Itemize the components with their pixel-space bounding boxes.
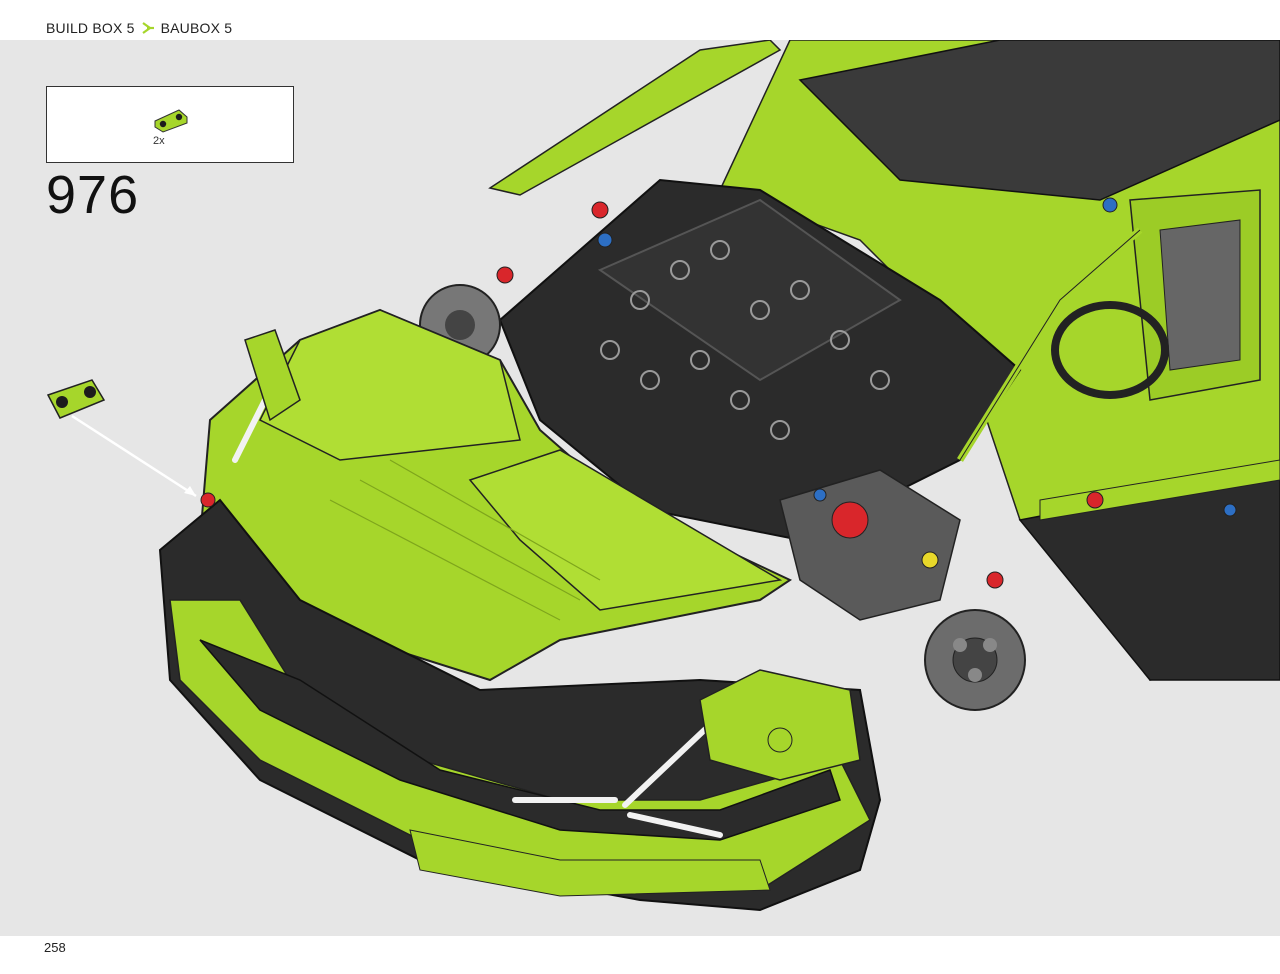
loose-beam-part: [46, 379, 106, 419]
chevron-right-icon: [141, 22, 154, 34]
build-box-label-en: BUILD BOX 5: [46, 20, 135, 36]
page-footer: 258: [0, 936, 1280, 974]
instruction-stage: 2x 976: [0, 40, 1280, 936]
rear-frame-dark: [798, 40, 1280, 201]
part-quantity: 2x: [153, 135, 165, 147]
step-number: 976: [46, 165, 140, 225]
technic-beam-icon: [154, 109, 188, 133]
side-rail: [488, 40, 782, 196]
model-illustration: [46, 40, 1280, 912]
steering-wheel: [1051, 301, 1169, 399]
parts-callout: 2x: [46, 86, 294, 163]
page-header: BUILD BOX 5 BAUBOX 5: [0, 0, 1280, 40]
page-number: 258: [44, 940, 66, 955]
placement-arrow: [71, 414, 197, 498]
build-box-label-de: BAUBOX 5: [160, 20, 233, 36]
breadcrumb: BUILD BOX 5 BAUBOX 5: [46, 20, 232, 36]
